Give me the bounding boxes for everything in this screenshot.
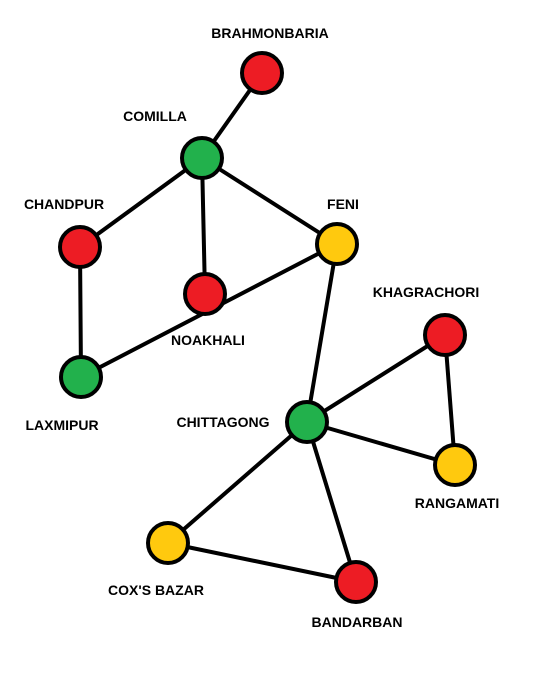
edge-comilla-noakhali <box>200 156 207 296</box>
edges-layer <box>78 71 457 584</box>
node-noakhali <box>183 272 227 316</box>
node-bandarban <box>334 560 378 604</box>
label-bandarban: BANDARBAN <box>312 614 403 630</box>
edge-coxs-bazar-bandarban <box>166 541 358 584</box>
label-comilla: COMILLA <box>123 108 187 124</box>
labels-layer: BRAHMONBARIA COMILLA CHANDPUR FENI NOAKHALI L… <box>24 25 499 630</box>
edge-comilla-chandpur <box>78 156 204 249</box>
label-feni: FENI <box>327 196 359 212</box>
label-laxmipur: LAXMIPUR <box>25 417 98 433</box>
node-brahmonbaria <box>240 51 284 95</box>
node-chittagong <box>285 400 329 444</box>
nodes-layer <box>58 51 477 604</box>
label-rangamati: RANGAMATI <box>415 495 500 511</box>
label-chandpur: CHANDPUR <box>24 196 104 212</box>
edge-chittagong-bandarban <box>305 420 358 584</box>
node-chandpur <box>58 225 102 269</box>
edge-feni-chittagong <box>305 242 339 424</box>
node-comilla <box>180 136 224 180</box>
label-chittagong: CHITTAGONG <box>176 414 269 430</box>
node-laxmipur <box>59 355 103 399</box>
edge-chittagong-khagrachori <box>305 333 447 424</box>
label-coxs-bazar: COX'S BAZAR <box>108 582 204 598</box>
edge-chittagong-rangamati <box>305 420 457 467</box>
node-rangamati <box>433 443 477 487</box>
label-brahmonbaria: BRAHMONBARIA <box>211 25 328 41</box>
node-coxs-bazar <box>146 521 190 565</box>
label-khagrachori: KHAGRACHORI <box>373 284 480 300</box>
node-feni <box>315 222 359 266</box>
edge-chittagong-coxs-bazar <box>166 420 309 545</box>
node-khagrachori <box>423 313 467 357</box>
label-noakhali: NOAKHALI <box>171 332 245 348</box>
edge-comilla-feni <box>200 156 339 246</box>
